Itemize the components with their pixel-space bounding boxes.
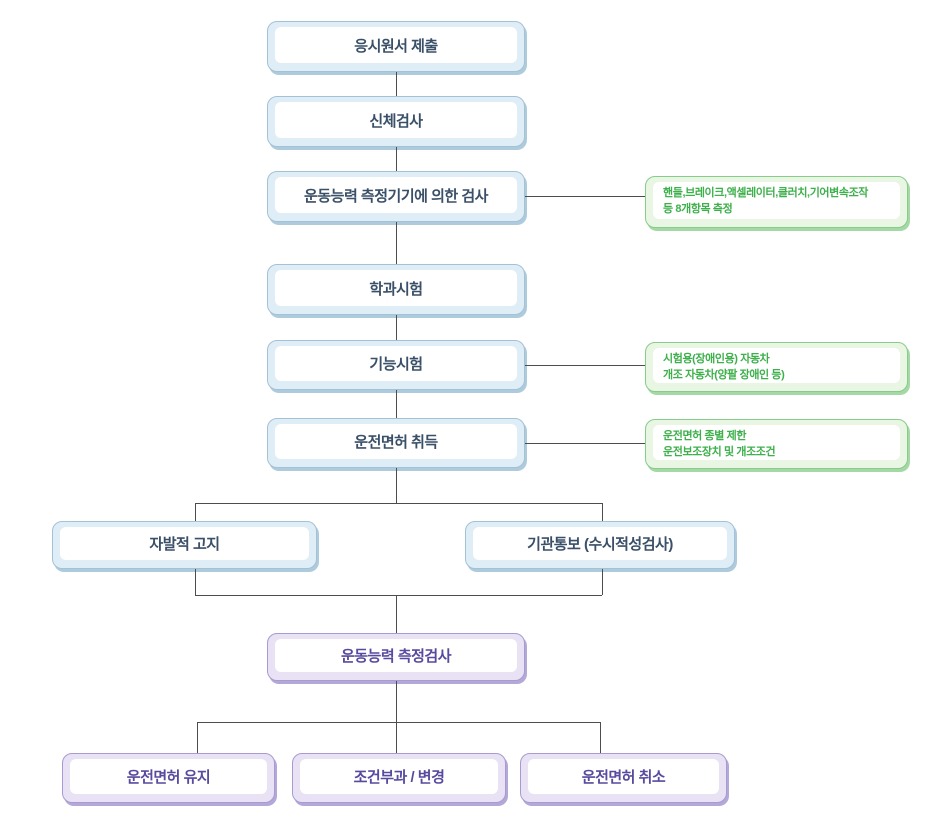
flow-node-skill-test: 기능시험 <box>267 340 525 390</box>
connector-line <box>525 443 645 444</box>
note-line: 핸들,브레이크,액셀레이터,클러치,기어변속조작 <box>663 187 869 199</box>
note-line: 시험용(장애인용) 자동차 <box>663 353 770 365</box>
connector-line <box>195 595 602 596</box>
flow-node-label: 기능시험 <box>369 356 423 373</box>
connector-line <box>600 722 601 753</box>
connector-line <box>197 722 600 723</box>
connector-line <box>602 503 603 521</box>
flow-node-label: 운동능력 측정기기에 의한 검사 <box>304 187 488 205</box>
flow-node-label: 운전면허 취득 <box>354 434 438 451</box>
connector-line <box>525 365 645 366</box>
connector-line <box>396 315 397 340</box>
connector-line <box>195 569 196 595</box>
note-motor-items: 핸들,브레이크,액셀레이터,클러치,기어변속조작 등 8개항목 측정 <box>645 176 908 228</box>
flow-node-motor-ability-test: 운동능력 측정검사 <box>267 633 525 681</box>
connector-line <box>396 72 397 96</box>
connector-line <box>197 722 198 753</box>
connector-line <box>396 147 397 171</box>
note-test-vehicle: 시험용(장애인용) 자동차 개조 자동차(양팔 장애인 등) <box>645 342 908 392</box>
flow-node-condition-change: 조건부과 / 변경 <box>292 753 506 803</box>
flow-node-label: 학과시험 <box>369 280 423 298</box>
flow-node-physical-exam: 신체검사 <box>267 96 525 147</box>
flow-node-label: 조건부과 / 변경 <box>353 769 445 786</box>
flow-node-license-revoke: 운전면허 취소 <box>520 753 727 803</box>
note-line: 운전면허 종별 제한 <box>663 430 747 442</box>
flow-node-motor-device-test: 운동능력 측정기기에 의한 검사 <box>267 171 525 222</box>
connector-line <box>602 569 603 595</box>
connector-line <box>396 468 397 503</box>
flow-node-agency-report: 기관통보 (수시적성검사) <box>465 521 735 569</box>
flow-node-license-maintain: 운전면허 유지 <box>62 753 275 803</box>
connector-line <box>195 503 196 521</box>
note-line: 개조 자동차(양팔 장애인 등) <box>663 368 785 381</box>
note-line: 등 8개항목 측정 <box>663 202 733 215</box>
note-line: 운전보조장치 및 개조조건 <box>663 445 776 458</box>
connector-line <box>195 503 602 504</box>
connector-line <box>396 222 397 264</box>
connector-line <box>396 595 397 633</box>
note-license-conditions: 운전면허 종별 제한 운전보조장치 및 개조조건 <box>645 419 908 469</box>
flow-node-label: 신체검사 <box>369 112 423 130</box>
flow-node-label: 운동능력 측정검사 <box>340 648 452 665</box>
connector-line <box>396 390 397 418</box>
flow-node-written-test: 학과시험 <box>267 264 525 315</box>
flow-node-license-acquire: 운전면허 취득 <box>267 418 525 468</box>
flow-node-application-submit: 응시원서 제출 <box>267 21 525 72</box>
flow-node-label: 운전면허 취소 <box>581 769 666 786</box>
flow-node-label: 운전면허 유지 <box>126 769 211 786</box>
flow-node-label: 자발적 고지 <box>149 536 220 553</box>
connector-line <box>396 681 397 753</box>
connector-line <box>525 196 645 197</box>
flow-node-label: 응시원서 제출 <box>354 37 438 55</box>
flow-node-voluntary-report: 자발적 고지 <box>52 521 317 569</box>
flow-node-label: 기관통보 (수시적성검사) <box>527 536 673 553</box>
